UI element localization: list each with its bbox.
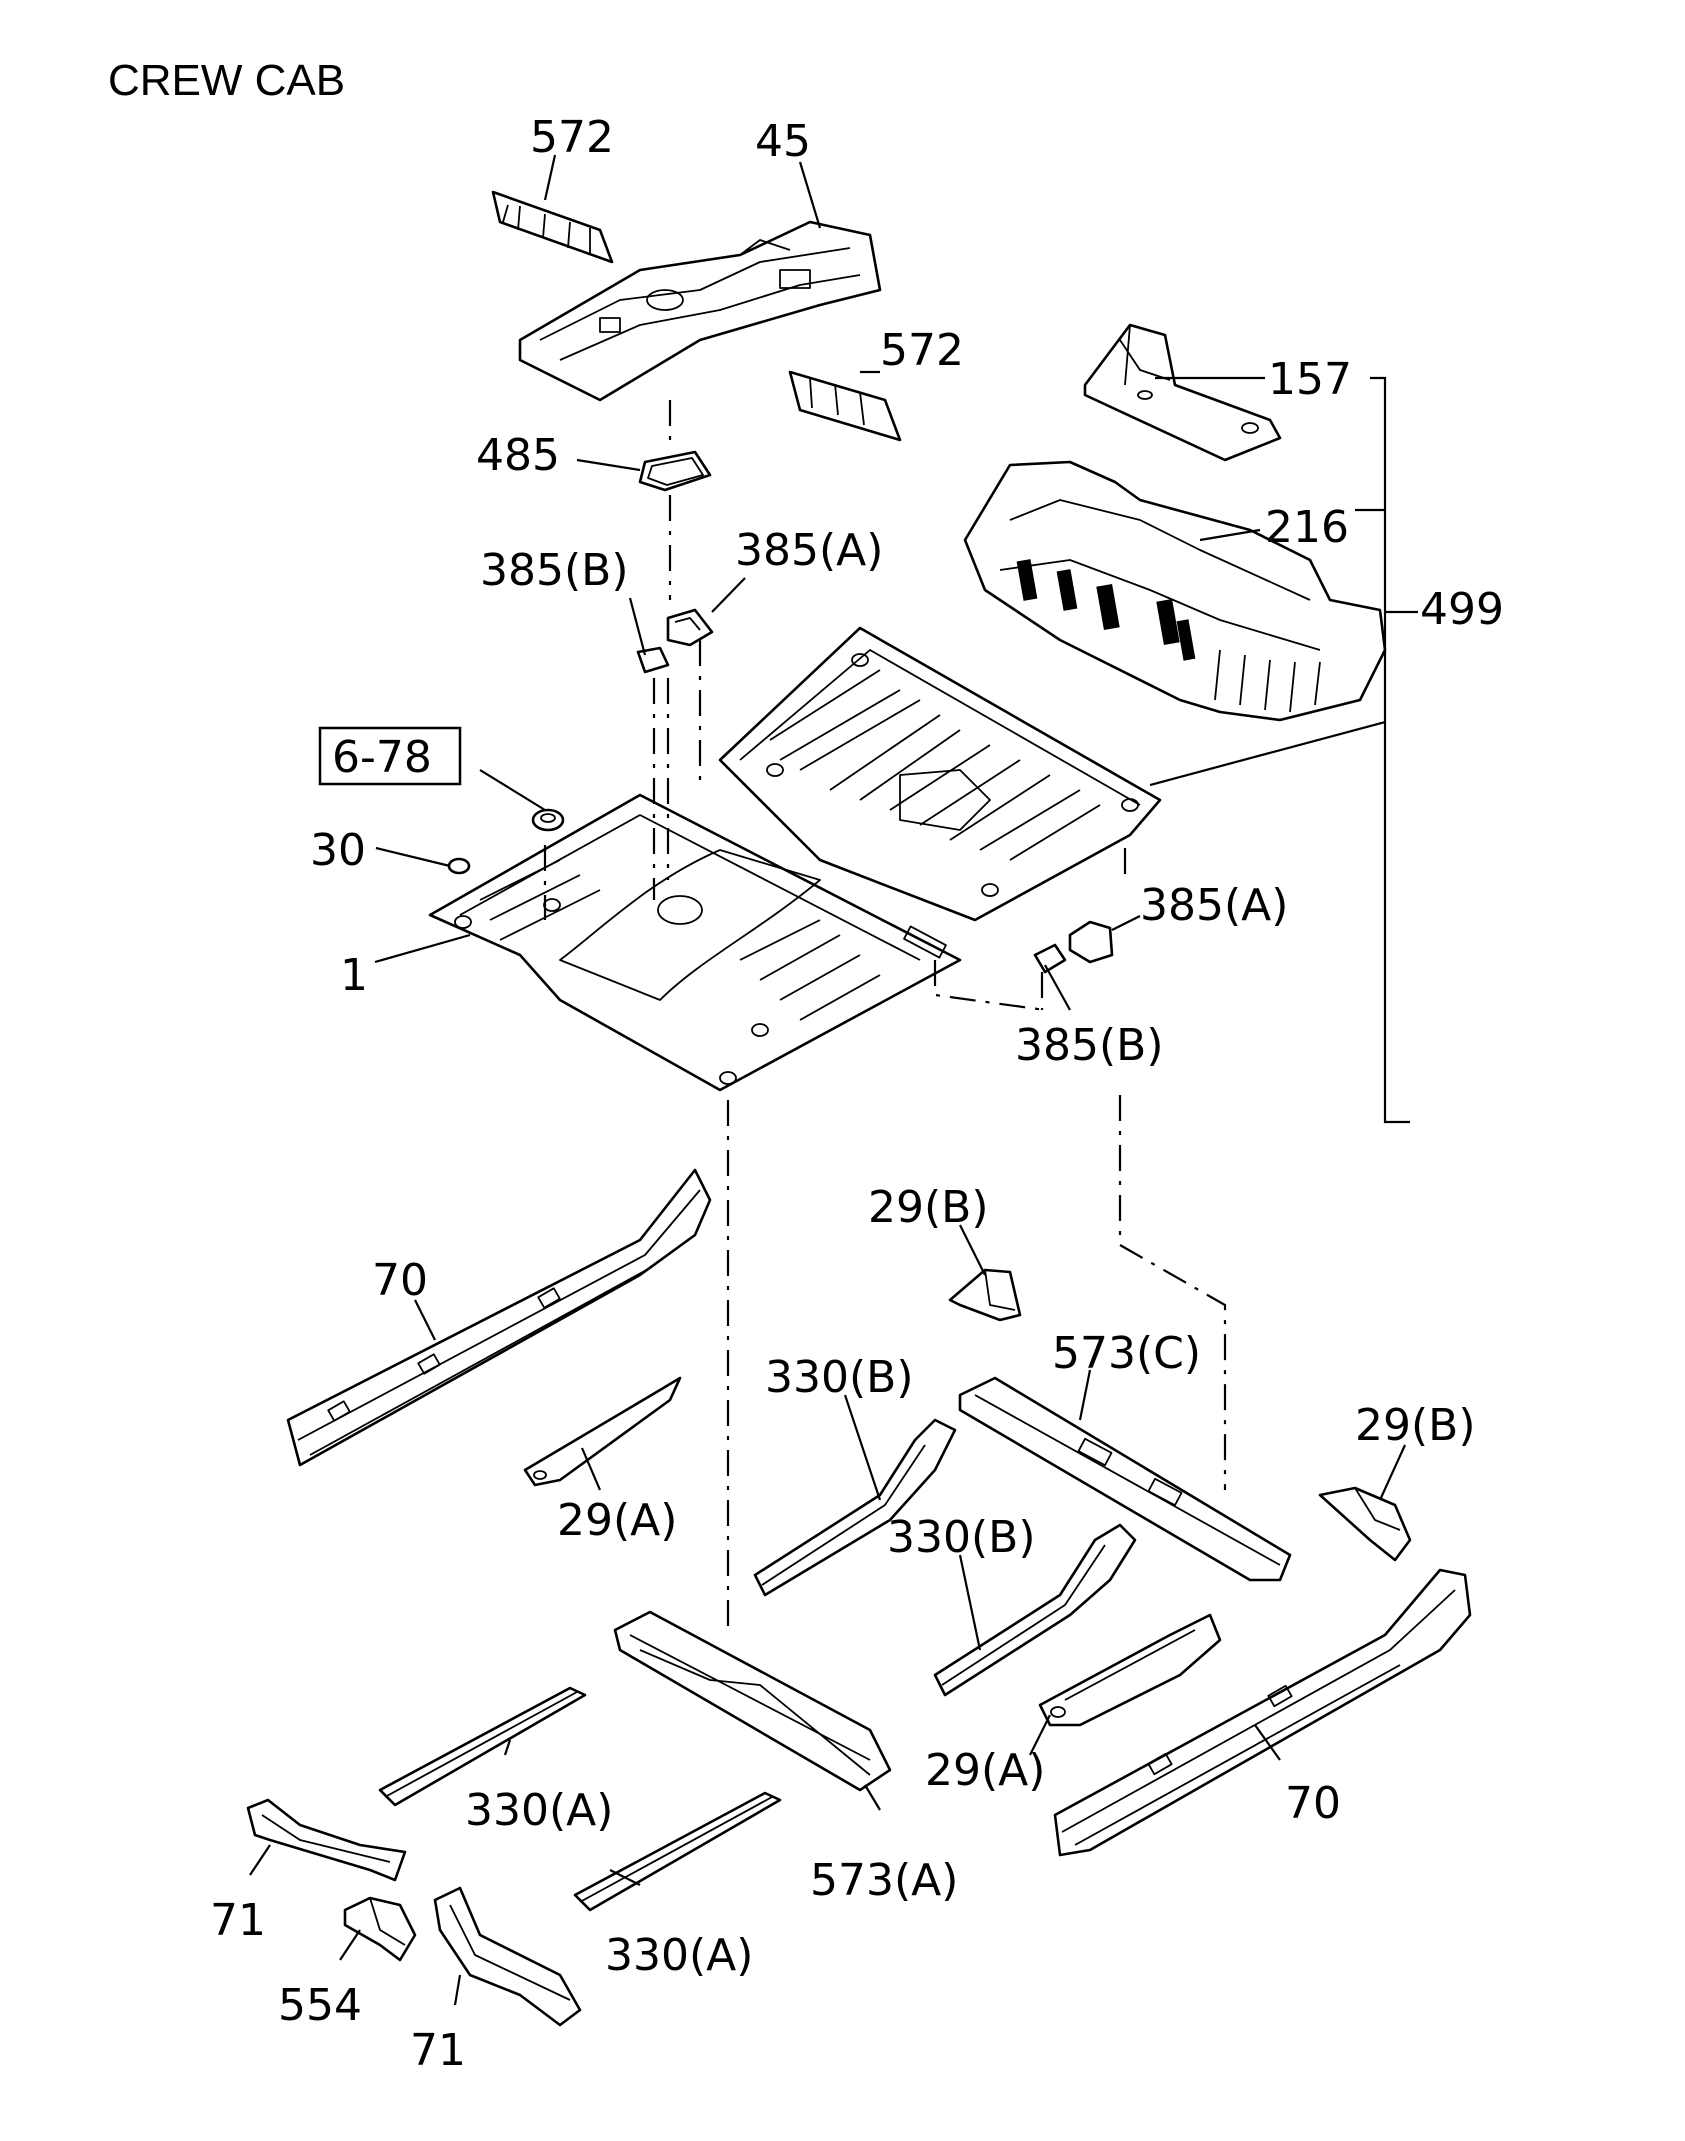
part-330b-left-rail bbox=[753, 1418, 957, 1597]
leader-lines bbox=[249, 154, 1418, 2006]
label-573c: 573(C) bbox=[1052, 1328, 1201, 1379]
page-title: CREW CAB bbox=[108, 56, 346, 105]
label-572-top: 572 bbox=[530, 112, 614, 163]
part-70-right-rocker bbox=[1053, 1568, 1472, 1857]
part-572-mid-bracket bbox=[788, 370, 902, 442]
part-330a-top-rail bbox=[378, 1686, 587, 1807]
part-385b-top-bracket bbox=[636, 646, 670, 674]
part-485-plate bbox=[638, 450, 712, 492]
label-330b-right: 330(B) bbox=[887, 1512, 1036, 1563]
label-29b-mid: 29(B) bbox=[868, 1182, 989, 1233]
part-499-rear-floor bbox=[718, 626, 1162, 922]
label-385a-top: 385(A) bbox=[735, 525, 883, 576]
label-1: 1 bbox=[340, 950, 368, 1001]
part-71-bottom-bracket bbox=[433, 1886, 582, 2027]
label-70-right: 70 bbox=[1285, 1778, 1341, 1829]
part-1-front-floor bbox=[428, 793, 962, 1092]
part-554-bracket bbox=[343, 1896, 417, 1962]
label-330b-left: 330(B) bbox=[765, 1352, 914, 1403]
label-70-left: 70 bbox=[372, 1255, 428, 1306]
part-330b-right-rail bbox=[933, 1523, 1137, 1697]
label-216: 216 bbox=[1265, 502, 1349, 553]
part-385a-right-bracket bbox=[1068, 920, 1114, 964]
label-30: 30 bbox=[310, 825, 366, 876]
part-29b-right-bracket bbox=[1318, 1486, 1412, 1562]
part-330a-bottom-rail bbox=[573, 1791, 782, 1912]
part-30-plug bbox=[447, 857, 471, 875]
part-6-78-clip bbox=[531, 808, 565, 832]
label-330a-top: 330(A) bbox=[465, 1785, 613, 1836]
part-216-storage-tub bbox=[963, 460, 1387, 722]
reference-box-6-78 bbox=[318, 726, 462, 786]
part-385a-top-bracket bbox=[666, 608, 714, 647]
part-157-bracket bbox=[1083, 323, 1282, 462]
part-71-left-bracket bbox=[246, 1798, 407, 1882]
part-29a-left-bracket bbox=[523, 1376, 682, 1487]
label-330a-bottom: 330(A) bbox=[605, 1930, 753, 1981]
label-71-bottom: 71 bbox=[410, 2025, 466, 2076]
label-6-78: 6-78 bbox=[332, 732, 432, 783]
label-572-mid: 572 bbox=[880, 325, 964, 376]
label-385b-right: 385(B) bbox=[1015, 1020, 1164, 1071]
label-29a-left: 29(A) bbox=[557, 1495, 677, 1546]
label-71-left: 71 bbox=[210, 1895, 266, 1946]
label-45: 45 bbox=[755, 116, 811, 167]
alignment-lines bbox=[543, 400, 1227, 1635]
part-70-left-rocker bbox=[286, 1168, 712, 1467]
part-573c-crossmember bbox=[958, 1376, 1292, 1582]
callout-labels: 572 45 572 157 485 216 385(A) 385(B) 499… bbox=[210, 112, 1504, 2076]
part-45-tunnel-panel bbox=[518, 220, 882, 402]
label-485: 485 bbox=[476, 430, 560, 481]
label-573a: 573(A) bbox=[810, 1855, 958, 1906]
part-29a-right-bracket bbox=[1038, 1613, 1222, 1727]
part-29b-mid-bracket bbox=[948, 1268, 1022, 1322]
part-572-top-bracket bbox=[491, 190, 614, 264]
label-29a-right: 29(A) bbox=[925, 1745, 1045, 1796]
label-157: 157 bbox=[1268, 354, 1352, 405]
label-554: 554 bbox=[278, 1980, 362, 2031]
part-573a-crossmember bbox=[613, 1610, 892, 1792]
part-385b-right-bracket bbox=[1033, 943, 1067, 974]
label-385a-right: 385(A) bbox=[1140, 880, 1288, 931]
label-499: 499 bbox=[1420, 584, 1504, 635]
label-29b-right: 29(B) bbox=[1355, 1400, 1476, 1451]
label-385b-top: 385(B) bbox=[480, 545, 629, 596]
